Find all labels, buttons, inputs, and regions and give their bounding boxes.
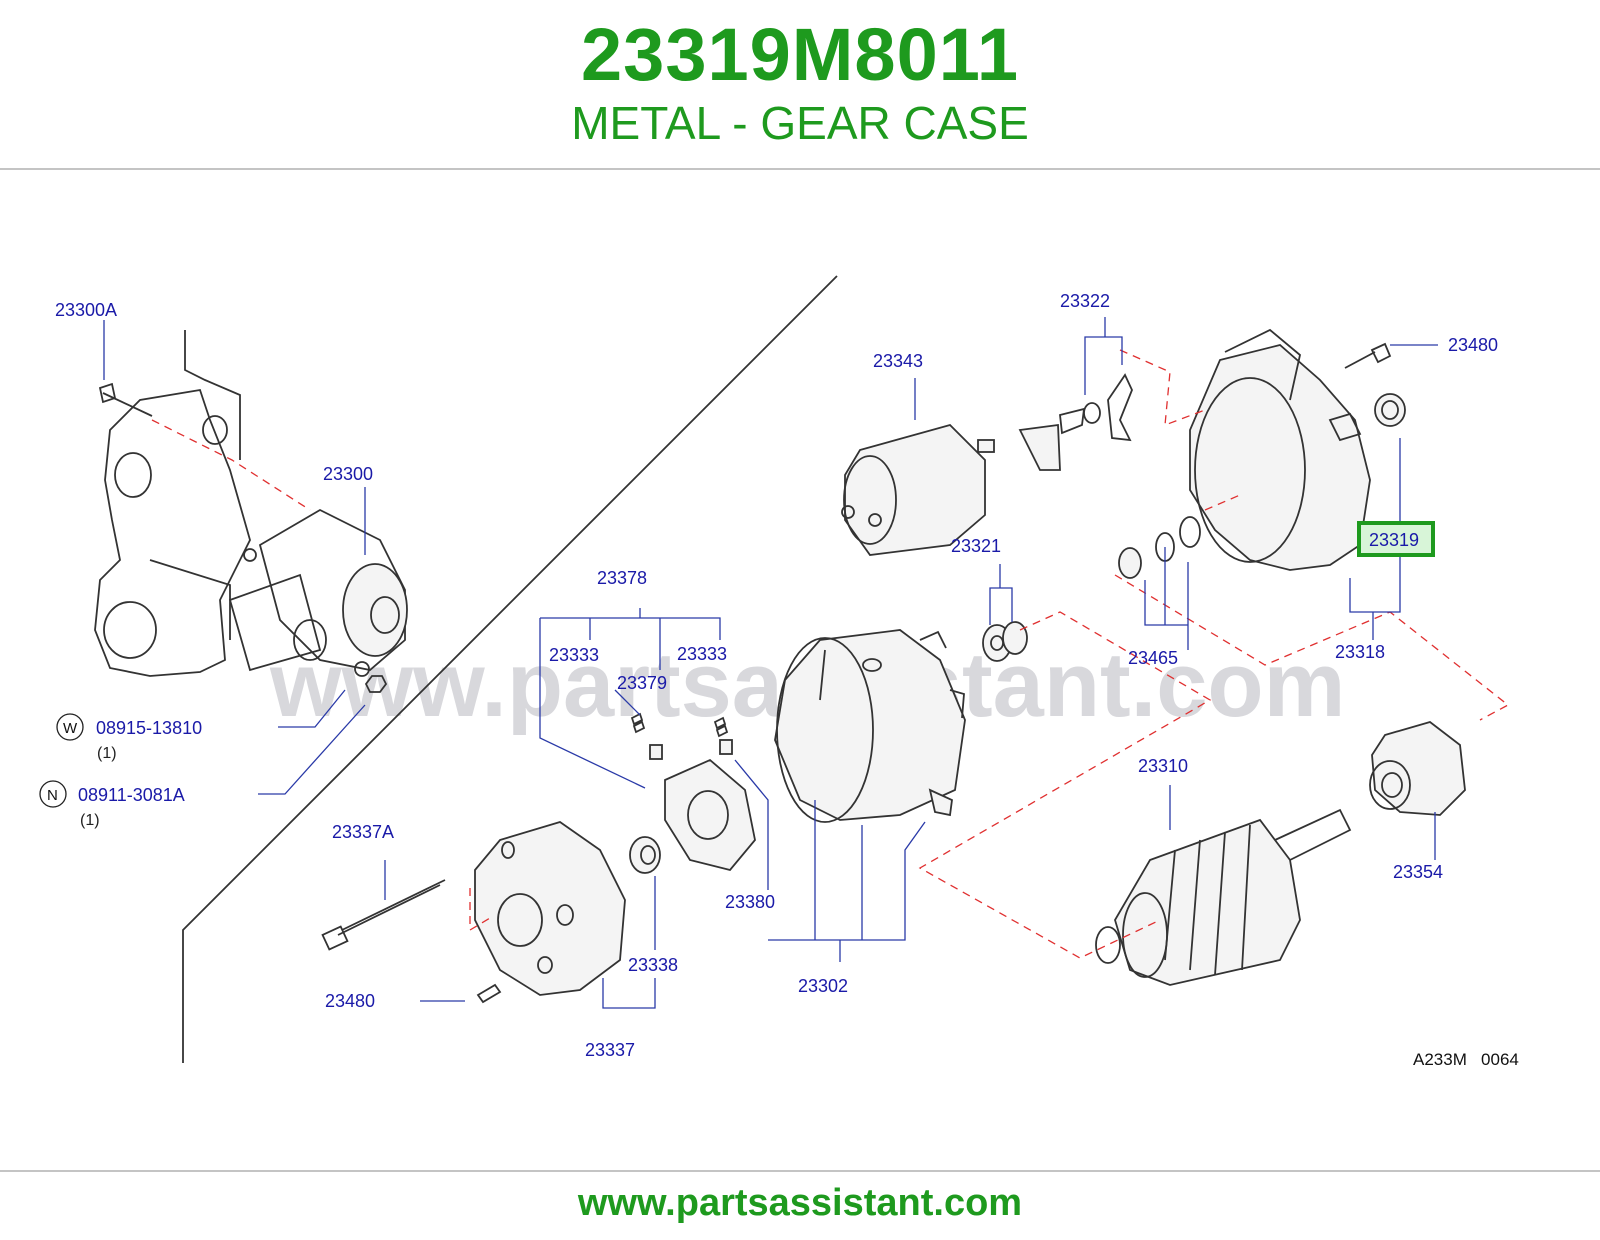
page-header: 23319M8011 METAL - GEAR CASE [0,0,1600,170]
callout-23318[interactable]: 23318 [1335,642,1385,662]
screw-23480-left-drawing [476,983,502,1004]
n-symbol-letter: N [47,787,58,804]
callout-23322[interactable]: 23322 [1060,291,1110,311]
starter-motor-assembly-drawing [228,508,408,693]
section-divider-line [182,275,838,1063]
callout-23338[interactable]: 23338 [628,955,678,975]
armature-23310-drawing [1095,808,1352,986]
callout-23333-right[interactable]: 23333 [677,644,727,664]
gear-case-23318-drawing [1189,328,1371,571]
callout-23321[interactable]: 23321 [951,536,1001,556]
n-symbol-circle [39,780,67,808]
callout-08915-13810[interactable]: 08915-13810 [96,718,202,738]
bushing-23338-drawing [629,836,661,874]
springs-23379-drawing [630,712,729,738]
yoke-23302-drawing [774,629,966,823]
callout-23333-left[interactable]: 23333 [549,645,599,665]
part-number-title: 23319M8011 [581,13,1019,96]
callout-23480-left[interactable]: 23480 [325,991,375,1011]
callout-23302[interactable]: 23302 [798,976,848,996]
highlight-box-23319 [1357,521,1435,557]
diagram-code: A233M 0064 [1413,1050,1519,1069]
footer-url[interactable]: www.partsassistant.com [577,1182,1023,1224]
callout-23354[interactable]: 23354 [1393,862,1443,882]
bolt-23480-right-drawing [1344,342,1392,369]
callout-08911-3081A[interactable]: 08911-3081A [78,785,185,805]
phantom-line-cover [469,888,491,932]
quantity-08915-13810: (1) [97,745,117,762]
phantom-line-left [151,419,311,511]
screw-23302-drawing [928,788,953,817]
footer-divider [0,1170,1600,1172]
quantity-08911-3081A: (1) [80,812,100,829]
metal-gear-case-23319-drawing [1374,393,1406,427]
leader-lines [103,317,1438,1009]
callout-23480-right[interactable]: 23480 [1448,335,1498,355]
pinion-clutch-23354-drawing [1369,721,1466,816]
callout-23378[interactable]: 23378 [597,568,647,588]
part-name-subtitle: METAL - GEAR CASE [571,97,1029,149]
bolt-23337A-drawing [321,879,446,951]
engine-block-drawing [94,330,251,677]
callout-23300[interactable]: 23300 [323,464,373,484]
w-symbol-circle [56,713,84,741]
brush-holder-23380-drawing [649,739,756,872]
callout-23343[interactable]: 23343 [873,351,923,371]
callout-23379[interactable]: 23379 [617,673,667,693]
callout-23465[interactable]: 23465 [1128,648,1178,668]
header-divider [0,168,1600,170]
callout-23337[interactable]: 23337 [585,1040,635,1060]
w-symbol-letter: W [63,720,78,737]
callout-23380[interactable]: 23380 [725,892,775,912]
plunger-23322-drawing [1018,373,1133,471]
phantom-line-solenoid [1119,349,1206,426]
bolt-23300A-drawing [98,382,153,417]
callout-23300A[interactable]: 23300A [55,300,117,320]
phantom-line-yoke-armature [918,611,1212,959]
callout-23319[interactable]: 23319 [1369,530,1419,550]
phantom-line-washers [1204,494,1241,511]
callout-23310[interactable]: 23310 [1138,756,1188,776]
solenoid-23343-drawing [841,423,995,556]
callout-23337A[interactable]: 23337A [332,822,394,842]
rear-cover-23337-drawing [474,821,626,996]
